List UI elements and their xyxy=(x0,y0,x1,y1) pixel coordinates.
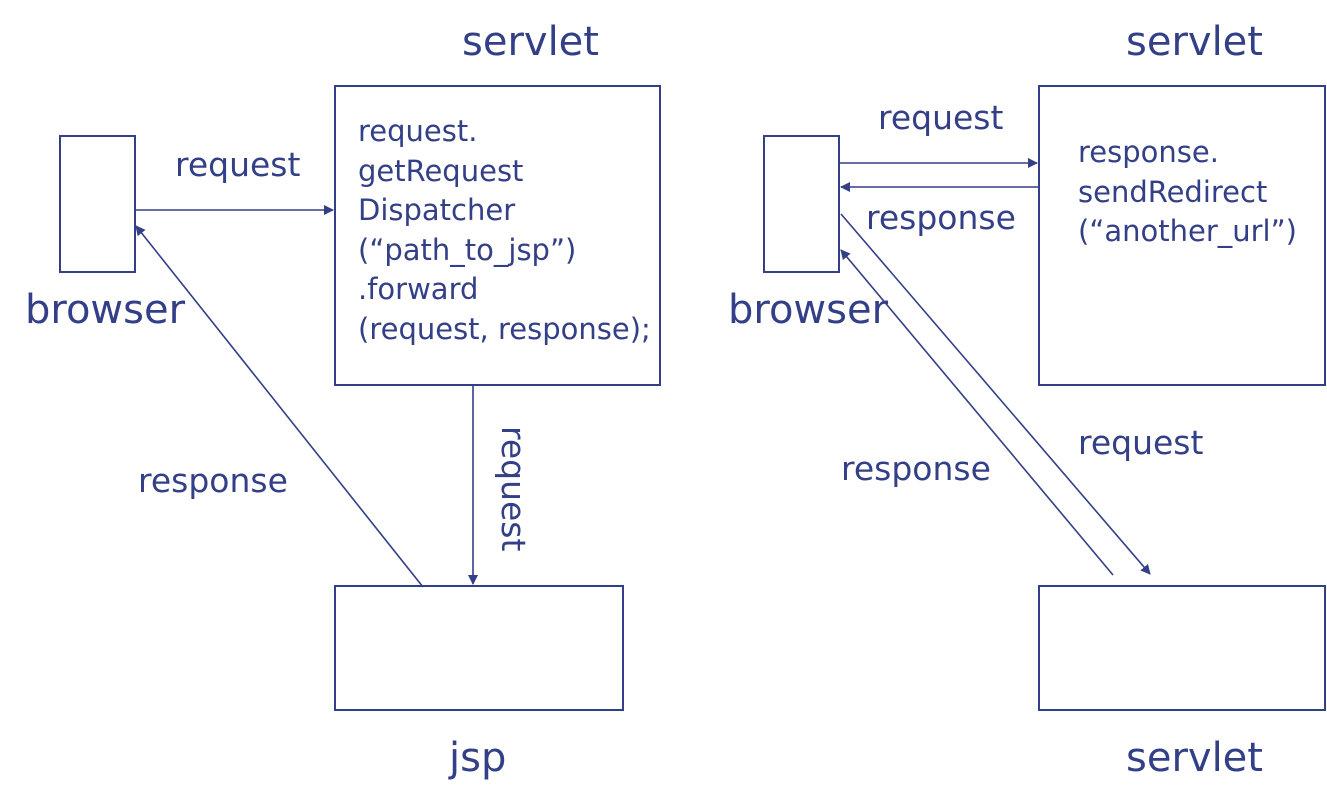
left-servlet-box xyxy=(334,85,661,386)
right-servlet2-label: servlet xyxy=(1126,735,1263,781)
right-response-label: response xyxy=(866,198,1016,237)
right-browser-box xyxy=(763,135,840,273)
right-servlet-code: response. sendRedirect (“another_url”) xyxy=(1078,133,1297,252)
right-servlet-box xyxy=(1038,85,1326,386)
redirect-response-arrow xyxy=(840,249,1114,576)
right-servlet2-box xyxy=(1038,585,1326,711)
code-line: request. xyxy=(358,114,478,148)
code-line: (“another_url”) xyxy=(1078,214,1297,249)
code-line: (request, response); xyxy=(358,311,651,346)
right-servlet-label: servlet xyxy=(1126,19,1263,65)
forward-request-label: request xyxy=(494,426,533,552)
left-response-label: response xyxy=(138,461,288,500)
left-browser-label: browser xyxy=(25,287,186,333)
code-line: response. xyxy=(1078,135,1219,169)
right-browser-label: browser xyxy=(728,287,889,333)
redirect-request-label: request xyxy=(1078,423,1204,462)
code-line: getRequest xyxy=(358,153,524,188)
code-line: (“path_to_jsp”) xyxy=(358,232,577,267)
left-servlet-code: request. getRequest Dispatcher (“path_to… xyxy=(358,112,651,350)
redirect-request-arrow xyxy=(840,213,1151,575)
left-servlet-label: servlet xyxy=(462,19,599,65)
left-request-label: request xyxy=(175,145,301,184)
right-request-label: request xyxy=(878,98,1004,137)
left-browser-box xyxy=(59,135,136,273)
left-response-arrow xyxy=(135,225,424,588)
jsp-box xyxy=(334,585,624,711)
jsp-label: jsp xyxy=(449,735,507,781)
redirect-response-label: response xyxy=(841,449,991,488)
code-line: Dispatcher xyxy=(358,193,516,228)
code-line: sendRedirect xyxy=(1078,174,1268,209)
code-line: .forward xyxy=(358,272,479,307)
